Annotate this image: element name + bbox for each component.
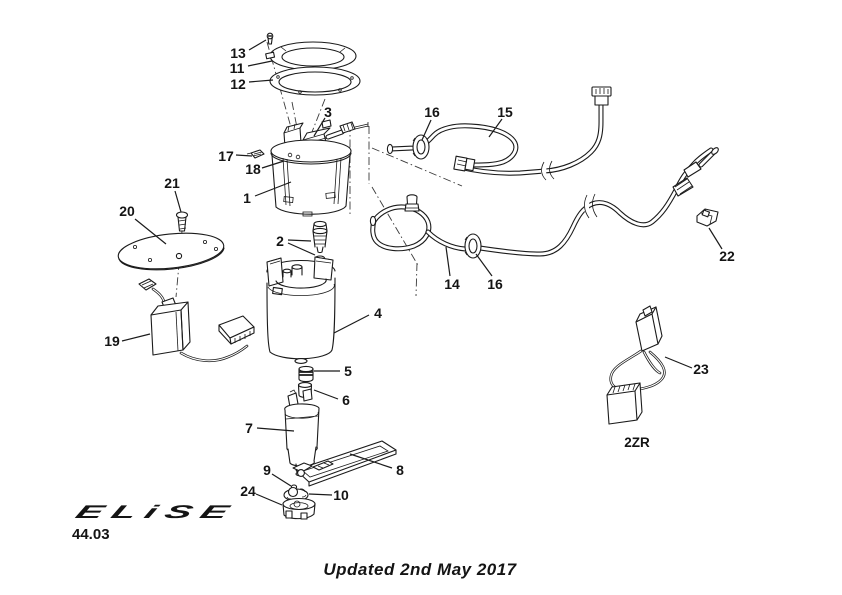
fitting-5	[298, 365, 314, 383]
section-number: 44.03	[72, 526, 110, 543]
callout-1-label: 1	[243, 190, 251, 206]
leader-lines	[121, 39, 723, 506]
callout-23-label: 23	[693, 361, 709, 377]
callout-14-label: 14	[444, 276, 460, 292]
callout-2-label: 2	[276, 233, 284, 249]
callout-4-label: 4	[374, 305, 382, 321]
valve-2	[312, 220, 328, 261]
callout-7-label: 7	[245, 420, 253, 436]
callout-11-label: 11	[230, 60, 245, 76]
fuel-sender-19	[138, 278, 255, 363]
footer: ELiSE 44.03 Updated 2nd May 2017	[72, 502, 517, 579]
callout-16-top-label: 16	[424, 104, 440, 120]
callout-19-label: 19	[104, 333, 120, 349]
callout-17-label: 17	[218, 148, 234, 164]
screw-13	[266, 32, 274, 45]
brand-logo: ELiSE	[72, 502, 241, 523]
pump-top-unit-1	[270, 119, 369, 217]
callout-5-label: 5	[344, 363, 352, 379]
callout-8-label: 8	[396, 462, 404, 478]
locking-ring-11	[265, 41, 357, 71]
screw-21	[175, 211, 189, 232]
fuel-hose-15	[386, 86, 612, 184]
engine-code-label: 2ZR	[624, 435, 650, 450]
callout-labels: 13 11 12 3 17 18 1 16 15 14 16 22 21 20 …	[104, 45, 735, 503]
access-plate-20	[117, 232, 225, 271]
fuel-hose-14	[369, 147, 719, 259]
callout-3-label: 3	[324, 104, 332, 120]
filter-canister-4	[266, 256, 336, 364]
callout-15-label: 15	[497, 104, 513, 120]
callout-18-label: 18	[245, 161, 261, 177]
clip-17	[246, 149, 265, 159]
mounting-tray-8	[292, 440, 397, 487]
callout-22-label: 22	[719, 248, 735, 264]
seal-ring-12	[269, 66, 361, 96]
callout-16-mid-label: 16	[487, 276, 503, 292]
bottom-cup-24	[282, 497, 316, 520]
updated-note: Updated 2nd May 2017	[323, 560, 517, 579]
clip-22	[696, 208, 719, 227]
callout-13-label: 13	[230, 45, 246, 61]
callout-10-label: 10	[333, 487, 349, 503]
callout-9-label: 9	[263, 462, 271, 478]
callout-21-label: 21	[164, 175, 180, 191]
callout-6-label: 6	[342, 392, 350, 408]
callout-24-label: 24	[240, 483, 256, 499]
wiring-link-23	[606, 305, 666, 425]
callout-20-label: 20	[119, 203, 135, 219]
fuel-pump-7	[284, 388, 320, 477]
callout-12-label: 12	[230, 76, 246, 92]
